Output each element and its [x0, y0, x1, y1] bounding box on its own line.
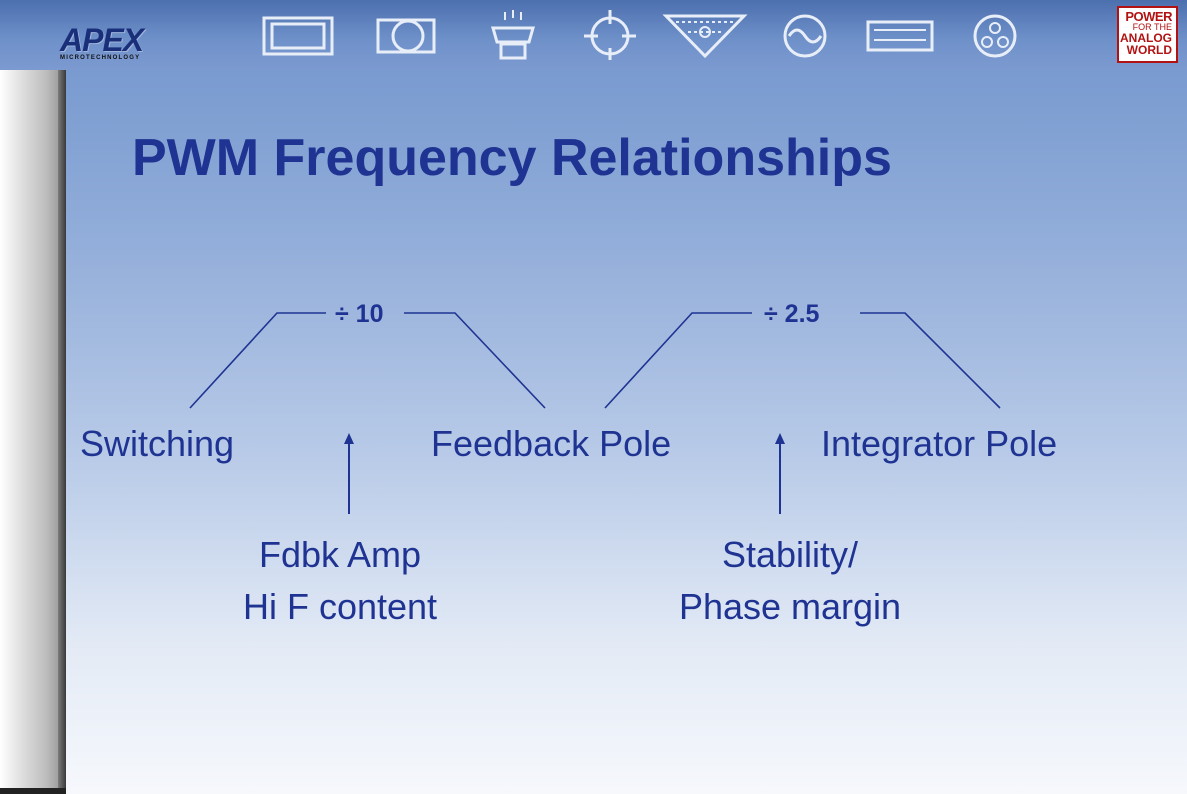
logo-name: APEX — [60, 22, 144, 58]
badge-line-4: WORLD — [1126, 43, 1172, 57]
note-fdbk-amp-line-1: Fdbk Amp — [258, 534, 422, 575]
left-sidebar-bar — [0, 70, 66, 794]
note-package-icon — [485, 6, 545, 62]
circle-package-icon — [965, 6, 1025, 62]
badge-line-2: FOR THE — [1132, 22, 1172, 32]
arrow-fdbk-amp — [344, 433, 354, 514]
triangle-package-icon — [660, 6, 750, 62]
left-sidebar-shadow — [58, 70, 66, 794]
note-fdbk-amp: Fdbk Amp Hi F content — [180, 529, 500, 633]
node-integrator-pole: Integrator Pole — [821, 423, 1058, 464]
note-stability-line-2: Phase margin — [678, 586, 902, 627]
bracket-feedback-to-integrator — [604, 312, 1001, 409]
header-bar: APEX MICROTECHNOLOGY — [0, 0, 1187, 70]
logo-subtitle: MICROTECHNOLOGY — [60, 55, 141, 61]
power-analog-world-badge: POWER FOR THE ANALOG WORLD — [1117, 6, 1178, 63]
flat-package-icon — [860, 6, 940, 62]
crosshair-package-icon — [580, 6, 640, 62]
left-sidebar-foot — [0, 788, 66, 794]
note-fdbk-amp-line-2: Hi F content — [242, 586, 438, 627]
round-package-icon — [370, 6, 440, 62]
badge-line-1: POWER — [1125, 9, 1172, 24]
arrow-stability — [775, 433, 785, 514]
sine-wave-icon — [775, 6, 835, 62]
node-switching: Switching — [80, 423, 235, 464]
badge-line-3: ANALOG — [1120, 31, 1172, 45]
ratio-divide-2-5: ÷ 2.5 — [764, 300, 820, 328]
node-feedback-pole: Feedback Pole — [431, 423, 672, 464]
op-amp-package-icon — [258, 6, 338, 62]
apex-logo: APEX MICROTECHNOLOGY — [60, 24, 178, 62]
note-stability: Stability/ Phase margin — [620, 529, 960, 633]
slide-title: PWM Frequency Relationships — [132, 129, 892, 187]
ratio-divide-10: ÷ 10 — [335, 300, 384, 328]
note-stability-line-1: Stability/ — [721, 534, 859, 575]
bracket-switching-to-feedback — [189, 312, 546, 409]
